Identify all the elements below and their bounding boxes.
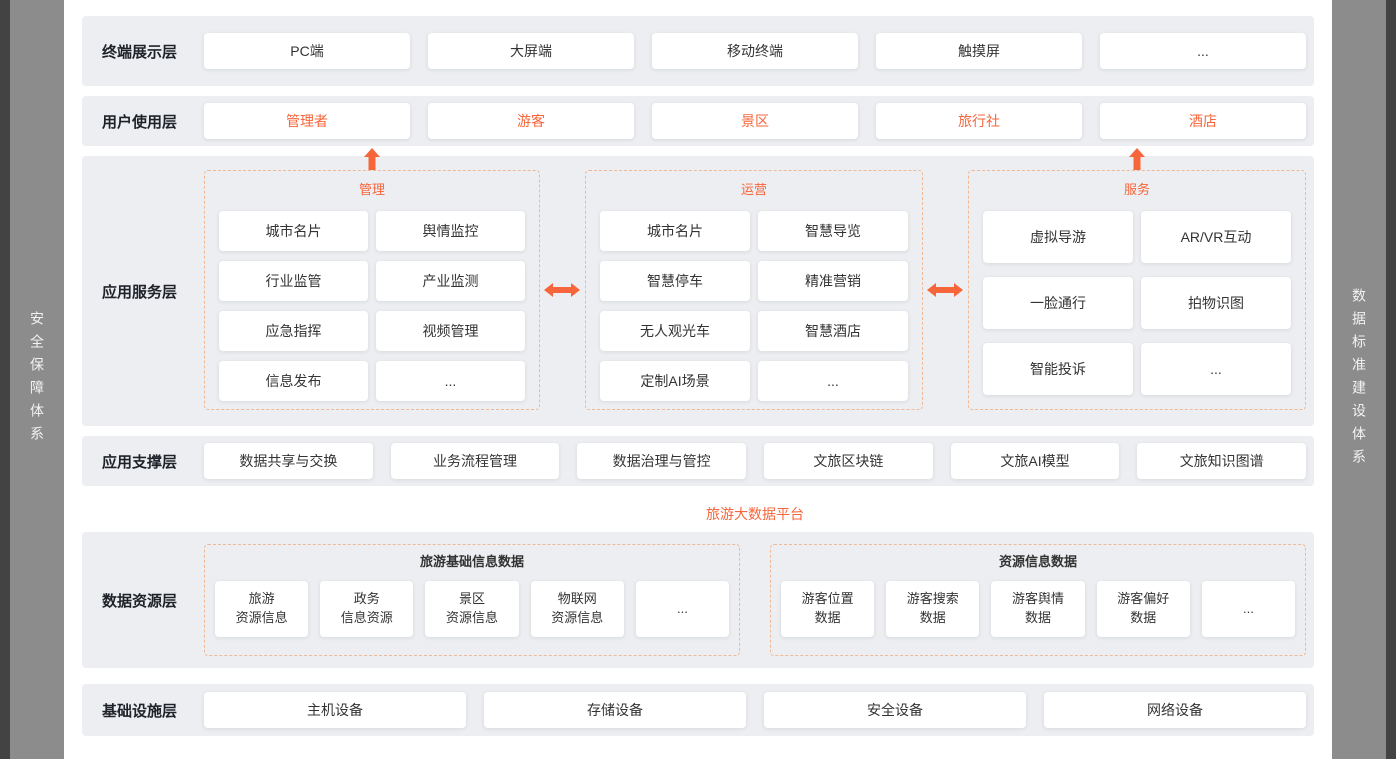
layer-app-service: 应用服务层 管理 城市名片 舆情监控 行业监管 产业监测 应急指挥 视频管理 信… [82, 156, 1314, 426]
service-item-card: ... [1141, 343, 1291, 395]
support-item-card: 业务流程管理 [390, 443, 560, 479]
layer-data-resource: 数据资源层 旅游基础信息数据 旅游 资源信息 政务 信息资源 景区 资源信息 物… [82, 532, 1314, 668]
infra-item-card: 安全设备 [764, 692, 1026, 728]
service-item-card: 精准营销 [758, 261, 908, 301]
layer-infrastructure: 基础设施层 主机设备 存储设备 安全设备 网络设备 [82, 684, 1314, 736]
big-data-platform-label: 旅游大数据平台 [706, 506, 804, 522]
service-item-card: 拍物识图 [1141, 277, 1291, 329]
up-arrow-icon [364, 148, 380, 170]
service-item-card: 产业监测 [376, 261, 525, 301]
service-item-card: AR/VR互动 [1141, 211, 1291, 263]
data-group-resource-info: 资源信息数据 游客位置 数据 游客搜索 数据 游客舆情 数据 游客偏好 数据 .… [770, 544, 1306, 656]
terminal-item-card: PC端 [204, 33, 410, 69]
data-item-card: ... [1201, 581, 1296, 637]
data-item-card: 旅游 资源信息 [215, 581, 309, 637]
service-item-card: 一脸通行 [983, 277, 1133, 329]
layer-label: 基础设施层 [102, 702, 178, 720]
layer-app-support: 应用支撑层 数据共享与交换 业务流程管理 数据治理与管控 文旅区块链 文旅AI模… [82, 436, 1314, 486]
user-item-card: 景区 [652, 103, 858, 139]
service-item-card: 城市名片 [219, 211, 368, 251]
security-system-vertical-label: 安全保障体系 [29, 310, 45, 449]
user-item-card: 酒店 [1100, 103, 1306, 139]
user-item-card: 管理者 [204, 103, 410, 139]
data-item-card: 游客舆情 数据 [991, 581, 1085, 637]
layer-user-usage: 用户使用层 管理者 游客 景区 旅行社 酒店 [82, 96, 1314, 146]
layer-label: 数据资源层 [102, 592, 178, 610]
service-item-card: 应急指挥 [219, 311, 368, 351]
service-item-card: 智慧导览 [758, 211, 908, 251]
service-item-card: ... [758, 361, 908, 401]
security-system-sidebar: 安全保障体系 [10, 0, 64, 759]
group-title: 旅游基础信息数据 [419, 554, 524, 569]
user-item-card: 旅行社 [876, 103, 1082, 139]
data-item-card: 政务 信息资源 [320, 581, 414, 637]
infra-item-card: 网络设备 [1044, 692, 1306, 728]
service-item-card: 无人观光车 [600, 311, 750, 351]
infra-item-card: 存储设备 [484, 692, 746, 728]
data-standard-sidebar: 数据标准建设体系 [1332, 0, 1386, 759]
support-item-card: 文旅AI模型 [950, 443, 1120, 479]
data-item-card: 游客偏好 数据 [1096, 581, 1190, 637]
left-edge-strip [0, 0, 10, 759]
service-item-card: 行业监管 [219, 261, 368, 301]
layer-terminal-display: 终端展示层 PC端 大屏端 移动终端 触摸屏 ... [82, 16, 1314, 86]
layer-label: 用户使用层 [102, 113, 178, 131]
data-item-card: 景区 资源信息 [425, 581, 519, 637]
layer-label: 应用服务层 [102, 283, 178, 301]
layer-label: 应用支撑层 [102, 453, 178, 471]
data-standard-vertical-label: 数据标准建设体系 [1351, 287, 1367, 472]
terminal-item-card: 大屏端 [428, 33, 634, 69]
group-title: 管理 [358, 182, 385, 197]
service-item-card: 城市名片 [600, 211, 750, 251]
data-group-tourism-basic: 旅游基础信息数据 旅游 资源信息 政务 信息资源 景区 资源信息 物联网 资源信… [204, 544, 740, 656]
double-arrow-icon [544, 282, 580, 298]
service-item-card: 视频管理 [376, 311, 525, 351]
terminal-item-card: 移动终端 [652, 33, 858, 69]
terminal-item-card: ... [1100, 33, 1306, 69]
group-title: 资源信息数据 [998, 554, 1077, 569]
service-item-card: ... [376, 361, 525, 401]
up-arrow-icon [1129, 148, 1145, 170]
data-item-card: 游客位置 数据 [781, 581, 875, 637]
service-item-card: 智慧酒店 [758, 311, 908, 351]
group-title: 运营 [740, 182, 767, 197]
service-item-card: 智能投诉 [983, 343, 1133, 395]
support-item-card: 数据治理与管控 [577, 443, 747, 479]
support-item-card: 数据共享与交换 [204, 443, 373, 479]
infra-item-card: 主机设备 [204, 692, 466, 728]
diagram-panel: 终端展示层 PC端 大屏端 移动终端 触摸屏 ... 用户使用层 管理者 游客 … [64, 0, 1332, 759]
data-item-card: ... [635, 581, 730, 637]
service-item-card: 智慧停车 [600, 261, 750, 301]
app-service-group-operation: 运营 城市名片 智慧导览 智慧停车 精准营销 无人观光车 智慧酒店 定制AI场景… [585, 170, 923, 410]
double-arrow-icon [927, 282, 963, 298]
data-item-card: 游客搜索 数据 [886, 581, 980, 637]
right-edge-strip [1386, 0, 1396, 759]
service-item-card: 定制AI场景 [600, 361, 750, 401]
layer-label: 终端展示层 [102, 43, 178, 61]
app-service-group-service: 服务 虚拟导游 AR/VR互动 一脸通行 拍物识图 智能投诉 ... [968, 170, 1306, 410]
user-item-card: 游客 [428, 103, 634, 139]
data-item-card: 物联网 资源信息 [530, 581, 624, 637]
terminal-item-card: 触摸屏 [876, 33, 1082, 69]
group-title: 服务 [1123, 182, 1150, 197]
support-item-card: 文旅知识图谱 [1137, 443, 1307, 479]
service-item-card: 信息发布 [219, 361, 368, 401]
service-item-card: 舆情监控 [376, 211, 525, 251]
service-item-card: 虚拟导游 [983, 211, 1133, 263]
support-item-card: 文旅区块链 [764, 443, 933, 479]
app-service-group-management: 管理 城市名片 舆情监控 行业监管 产业监测 应急指挥 视频管理 信息发布 ..… [204, 170, 540, 410]
